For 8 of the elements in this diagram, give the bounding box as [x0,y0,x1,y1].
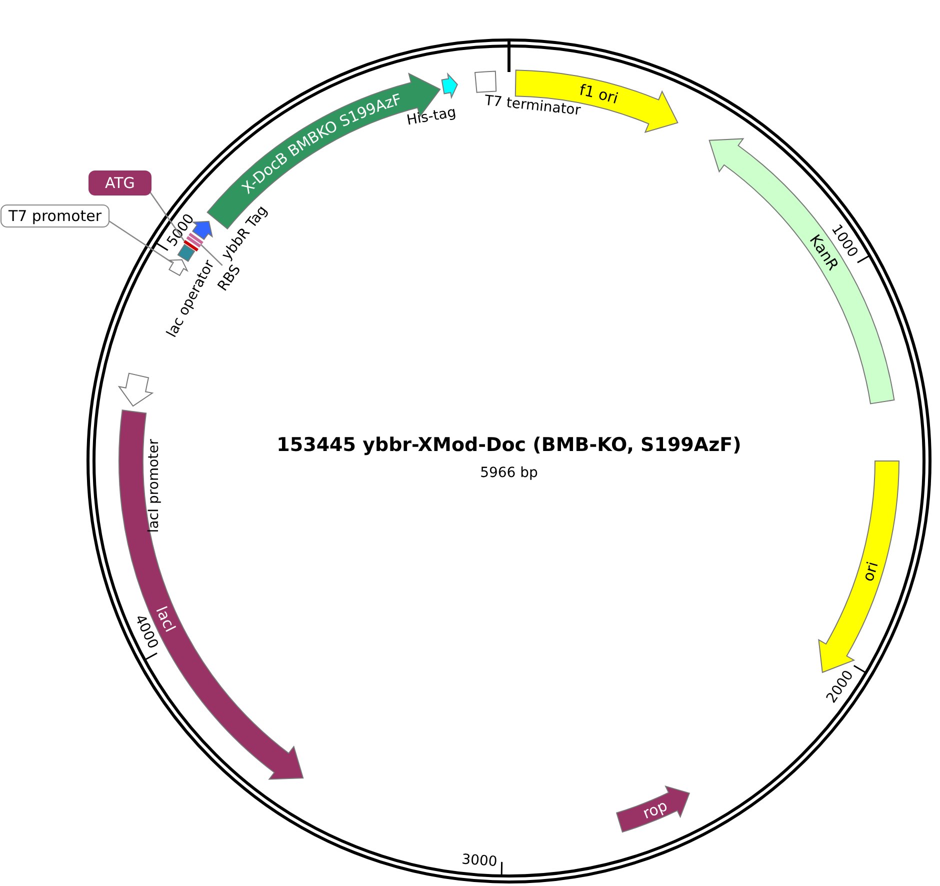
callout-label: T7 promoter [0,204,110,228]
gene-feature: rop [616,786,690,832]
size-caption: 5966 bp [480,465,538,481]
leader-line [108,220,172,264]
tick-label: 3000 [461,852,498,870]
leader-line [149,192,185,242]
leader-line [200,244,223,266]
callout-label: ATG [88,170,152,196]
